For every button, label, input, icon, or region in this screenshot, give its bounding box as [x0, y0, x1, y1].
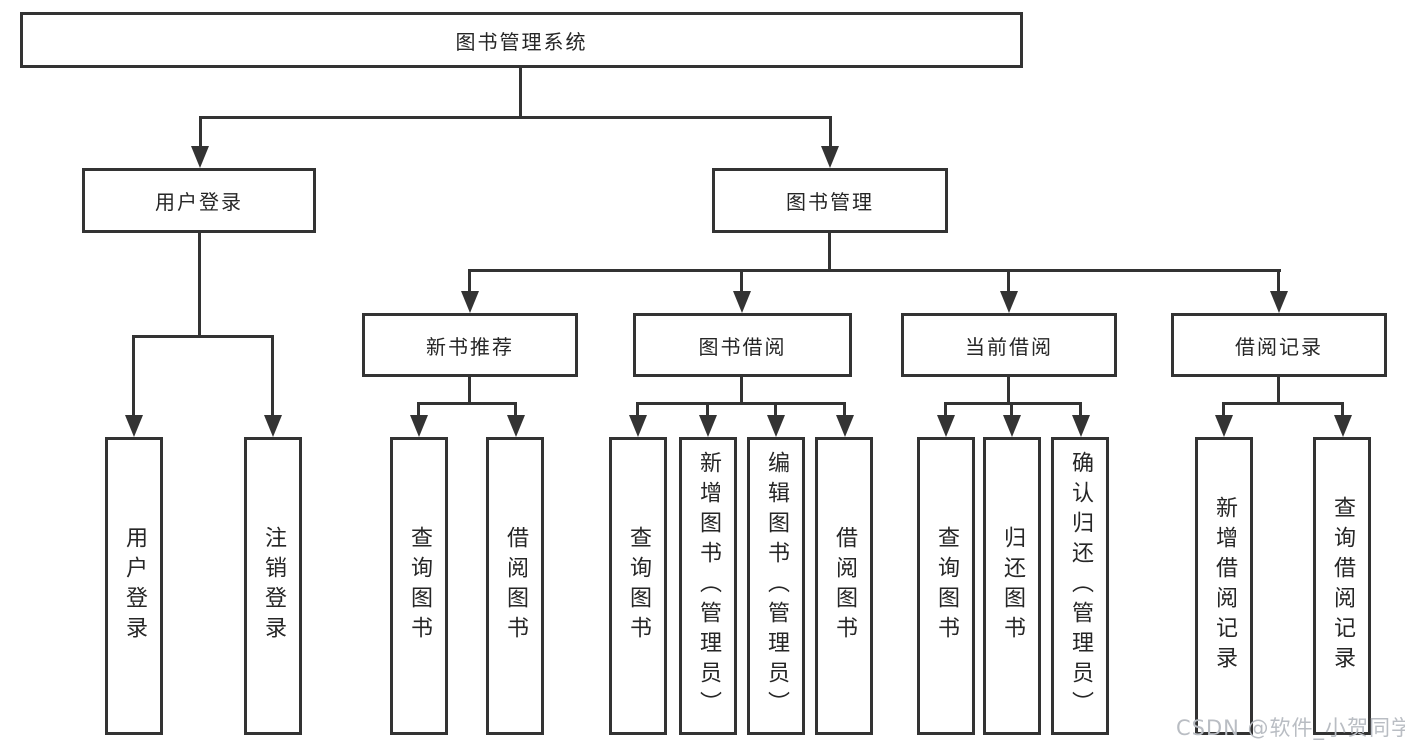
node-book-borrow-label: 图书借阅 — [698, 334, 787, 359]
leaf-recommend-query-books: 查询图书 — [390, 437, 448, 735]
connector-line-v — [774, 402, 777, 418]
connector-line-h — [468, 269, 1281, 272]
arrow-down-icon — [264, 415, 282, 437]
connector-line-h — [132, 335, 274, 338]
leaf-recommend-borrow-books: 借阅图书 — [486, 437, 544, 735]
arrow-down-icon — [125, 415, 143, 437]
connector-line-h — [199, 116, 832, 119]
node-new-book-recommend-label: 新书推荐 — [426, 334, 514, 359]
arrow-down-icon — [507, 415, 525, 437]
node-user-login: 用户登录 — [82, 168, 316, 233]
arrow-down-icon — [1000, 291, 1018, 313]
node-borrow-records-label: 借阅记录 — [1235, 334, 1323, 359]
leaf-return-books-label: 归还图书 — [1000, 526, 1025, 646]
connector-line-v — [1222, 402, 1225, 418]
leaf-user-login-label: 用户登录 — [122, 526, 147, 646]
leaf-add-books-admin: 新增图书（管理员） — [679, 437, 737, 735]
leaf-logout-label: 注销登录 — [261, 526, 286, 646]
leaf-borrow-books: 借阅图书 — [815, 437, 873, 735]
arrow-down-icon — [629, 415, 647, 437]
leaf-return-books: 归还图书 — [983, 437, 1041, 735]
arrow-down-icon — [821, 146, 839, 168]
leaf-query-borrow-record-label: 查询借阅记录 — [1330, 496, 1355, 676]
connector-line-v — [740, 377, 743, 405]
leaf-borrow-query-books-label: 查询图书 — [626, 526, 651, 646]
arrow-down-icon — [1003, 415, 1021, 437]
arrow-down-icon — [699, 415, 717, 437]
connector-line-v — [843, 402, 846, 418]
connector-line-v — [1277, 377, 1280, 405]
connector-line-v — [1010, 402, 1013, 418]
arrow-down-icon — [1072, 415, 1090, 437]
arrow-down-icon — [767, 415, 785, 437]
connector-line-v — [514, 402, 517, 418]
leaf-add-books-admin-label: 新增图书（管理员） — [696, 451, 721, 721]
connector-line-v — [636, 402, 639, 418]
arrow-down-icon — [1270, 291, 1288, 313]
arrow-down-icon — [1215, 415, 1233, 437]
leaf-borrow-books-label: 借阅图书 — [832, 526, 857, 646]
arrow-down-icon — [836, 415, 854, 437]
node-book-borrow: 图书借阅 — [633, 313, 852, 377]
connector-line-v — [828, 233, 831, 272]
node-book-management-label: 图书管理 — [786, 190, 874, 214]
connector-line-h — [636, 402, 846, 405]
leaf-edit-books-admin: 编辑图书（管理员） — [747, 437, 805, 735]
connector-line-h — [1222, 402, 1344, 405]
leaf-logout: 注销登录 — [244, 437, 302, 735]
leaf-add-borrow-record-label: 新增借阅记录 — [1212, 496, 1237, 676]
connector-line-v — [198, 233, 201, 338]
node-book-management: 图书管理 — [712, 168, 948, 233]
connector-line-v — [706, 402, 709, 418]
node-new-book-recommend: 新书推荐 — [362, 313, 578, 377]
connector-line-v — [417, 402, 420, 418]
connector-line-v — [468, 269, 471, 295]
connector-line-v — [519, 68, 522, 118]
connector-line-v — [132, 335, 135, 418]
node-current-borrow: 当前借阅 — [901, 313, 1117, 377]
arrow-down-icon — [1334, 415, 1352, 437]
leaf-current-query-books: 查询图书 — [917, 437, 975, 735]
leaf-borrow-query-books: 查询图书 — [609, 437, 667, 735]
arrow-down-icon — [461, 291, 479, 313]
leaf-add-borrow-record: 新增借阅记录 — [1195, 437, 1253, 735]
connector-line-h — [417, 402, 517, 405]
connector-line-v — [1007, 377, 1010, 405]
leaf-edit-books-admin-label: 编辑图书（管理员） — [764, 451, 789, 721]
leaf-query-borrow-record: 查询借阅记录 — [1313, 437, 1371, 735]
connector-line-v — [740, 269, 743, 295]
arrow-down-icon — [733, 291, 751, 313]
node-current-borrow-label: 当前借阅 — [965, 334, 1053, 359]
leaf-confirm-return-admin: 确认归还（管理员） — [1051, 437, 1109, 735]
connector-line-v — [829, 116, 832, 149]
arrow-down-icon — [410, 415, 428, 437]
leaf-confirm-return-admin-label: 确认归还（管理员） — [1068, 451, 1093, 721]
leaf-user-login: 用户登录 — [105, 437, 163, 735]
node-library-system-label: 图书管理系统 — [455, 29, 588, 54]
node-library-system: 图书管理系统 — [20, 12, 1023, 68]
connector-line-v — [468, 377, 471, 405]
connector-line-v — [1341, 402, 1344, 418]
leaf-recommend-query-books-label: 查询图书 — [407, 526, 432, 646]
node-user-login-label: 用户登录 — [155, 190, 243, 214]
leaf-recommend-borrow-books-label: 借阅图书 — [503, 526, 528, 646]
connector-line-v — [1277, 269, 1280, 295]
connector-line-v — [271, 335, 274, 418]
connector-line-v — [1007, 269, 1010, 295]
connector-line-v — [1079, 402, 1082, 418]
connector-line-v — [199, 116, 202, 149]
csdn-watermark: CSDN @软件_小贺同学 — [1176, 716, 1405, 740]
leaf-current-query-books-label: 查询图书 — [934, 526, 959, 646]
arrow-down-icon — [937, 415, 955, 437]
arrow-down-icon — [191, 146, 209, 168]
connector-line-h — [944, 402, 1082, 405]
node-borrow-records: 借阅记录 — [1171, 313, 1387, 377]
connector-line-v — [944, 402, 947, 418]
